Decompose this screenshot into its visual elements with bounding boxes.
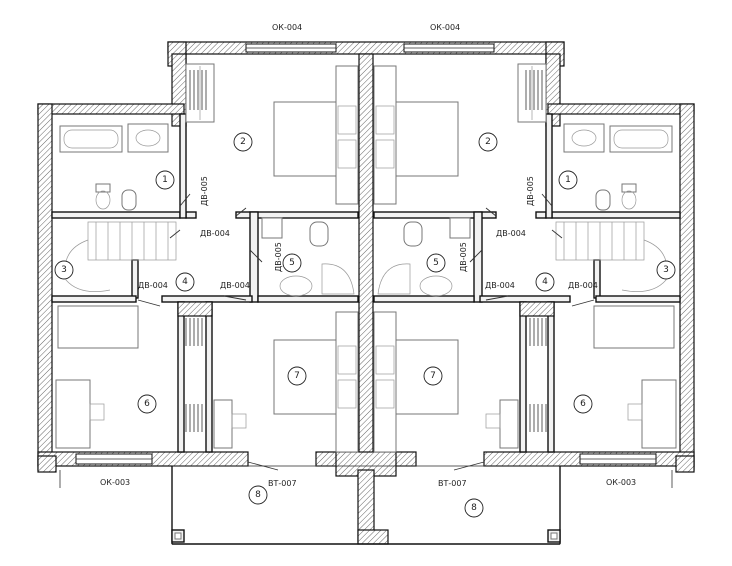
- door-label-vt007-a: ВТ-007: [268, 479, 297, 488]
- bed-right-6: [593, 305, 675, 349]
- toilet-right-b: [595, 189, 611, 211]
- room-8-right: 8: [471, 503, 477, 513]
- room-3-right: 3: [663, 265, 669, 275]
- window-label-top-left: ОК-004: [272, 23, 302, 32]
- interior-walls-left: [51, 113, 359, 453]
- bed-left-6: [57, 305, 139, 349]
- room-3-left: 3: [61, 265, 67, 275]
- furniture-right: [373, 63, 677, 453]
- outer-walls: [37, 41, 695, 473]
- door-label-dv005-d: ДВ-005: [459, 242, 468, 272]
- terrace: [59, 461, 673, 545]
- furniture-left: [55, 63, 359, 453]
- toilet-left-a: [95, 183, 111, 193]
- room-5-left: 5: [289, 258, 295, 268]
- room-1-left: 1: [162, 175, 168, 185]
- door-label-dv005-c: ДВ-005: [274, 242, 283, 272]
- room-8-left: 8: [255, 490, 261, 500]
- window-label-top-right: ОК-004: [430, 23, 460, 32]
- door-label-dv004-d: ДВ-004: [220, 281, 250, 290]
- room-7-right: 7: [430, 371, 436, 381]
- sink-right: [563, 123, 605, 153]
- door-label-dv005-b: ДВ-005: [526, 176, 535, 206]
- room-4-left: 4: [182, 277, 188, 287]
- door-label-dv004-f: ДВ-004: [568, 281, 598, 290]
- room-markers: 1 1 2 2 3 3 4 4 5 5 6 6 7 7 8 8: [54, 132, 676, 518]
- room-6-left: 6: [144, 399, 150, 409]
- sink-left: [127, 123, 169, 153]
- door-swings: [137, 193, 595, 307]
- stairs-left: [64, 221, 177, 292]
- door-label-dv004-e: ДВ-004: [485, 281, 515, 290]
- window-label-bottom-right: ОК-003: [606, 478, 636, 487]
- door-labels: ДВ-005 ДВ-005 ДВ-005 ДВ-005 ДВ-004 ДВ-00…: [138, 176, 598, 488]
- room-2-right: 2: [485, 137, 491, 147]
- room-1-right: 1: [565, 175, 571, 185]
- toilet-right-a: [621, 183, 637, 193]
- room-6-right: 6: [580, 399, 586, 409]
- room-5-right: 5: [433, 258, 439, 268]
- room-7-left: 7: [294, 371, 300, 381]
- toilet-left-b: [121, 189, 137, 211]
- window-label-bottom-left: ОК-003: [100, 478, 130, 487]
- interior-walls-right: [373, 113, 681, 453]
- room-2-left: 2: [240, 137, 246, 147]
- central-wall: [335, 53, 397, 545]
- room-4-right: 4: [542, 277, 548, 287]
- door-label-dv004-a: ДВ-004: [200, 229, 230, 238]
- door-label-dv004-b: ДВ-004: [496, 229, 526, 238]
- door-label-vt007-b: ВТ-007: [438, 479, 467, 488]
- stairs-right: [555, 221, 668, 292]
- door-label-dv004-c: ДВ-004: [138, 281, 168, 290]
- door-label-dv005-a: ДВ-005: [200, 176, 209, 206]
- window-labels: ОК-004 ОК-004 ОК-003 ОК-003: [100, 23, 636, 487]
